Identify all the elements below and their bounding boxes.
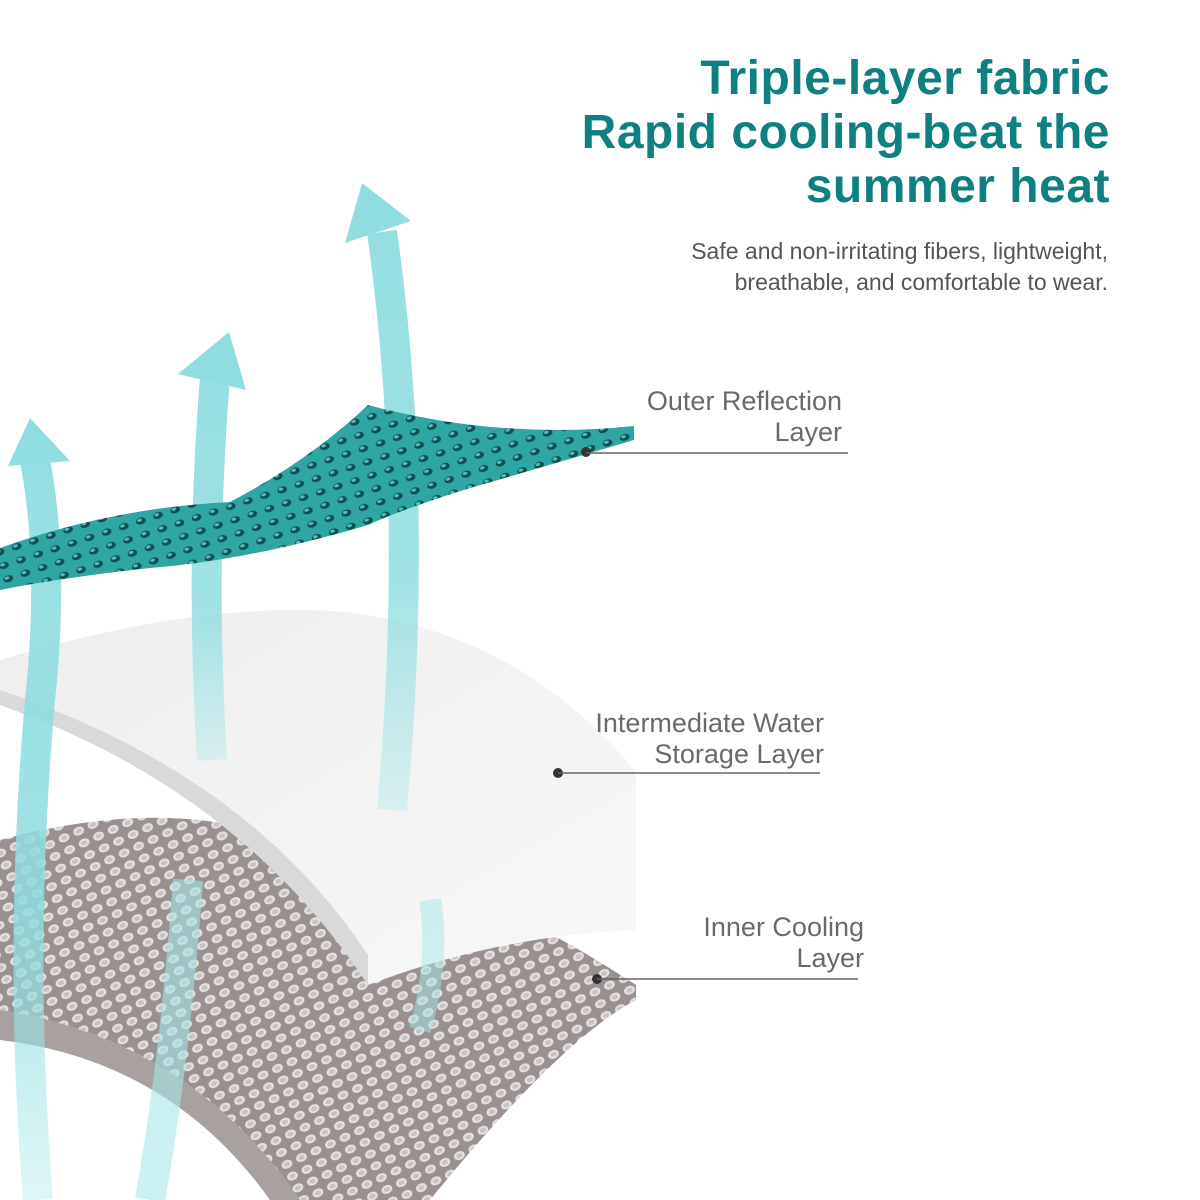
middle-layer-callout: [553, 768, 820, 778]
outer-reflection-layer-label: Outer Reflection Layer: [542, 386, 842, 448]
subtitle-line-1: Safe and non-irritating fibers, lightwei…: [691, 238, 1108, 264]
intermediate-water-layer-label: Intermediate Water Storage Layer: [504, 708, 824, 770]
inner-layer-callout: [592, 974, 858, 984]
airflow-arrow-icon: [345, 183, 419, 812]
headline-line-3: summer heat: [805, 160, 1110, 213]
outer-label-line-1: Outer Reflection: [646, 386, 842, 416]
headline-line-2: Rapid cooling-beat the: [581, 106, 1110, 159]
airflow-arrow-icon: [409, 898, 445, 1034]
outer-reflection-layer: [0, 405, 634, 590]
headline: Triple-layer fabric Rapid cooling-beat t…: [410, 52, 1110, 214]
inner-label-line-1: Inner Cooling: [703, 912, 864, 942]
intermediate-water-layer: [0, 610, 636, 985]
middle-label-line-1: Intermediate Water: [595, 708, 824, 738]
middle-label-line-2: Storage Layer: [654, 739, 824, 769]
outer-layer-callout: [581, 447, 848, 457]
outer-label-line-2: Layer: [774, 417, 842, 447]
subtitle: Safe and non-irritating fibers, lightwei…: [508, 236, 1108, 298]
inner-label-line-2: Layer: [796, 943, 864, 973]
subtitle-line-2: breathable, and comfortable to wear.: [734, 269, 1108, 295]
airflow-arrow-icon: [135, 878, 203, 1200]
airflow-arrow-icon: [178, 332, 246, 761]
inner-cooling-layer-label: Inner Cooling Layer: [564, 912, 864, 974]
headline-line-1: Triple-layer fabric: [700, 52, 1110, 105]
